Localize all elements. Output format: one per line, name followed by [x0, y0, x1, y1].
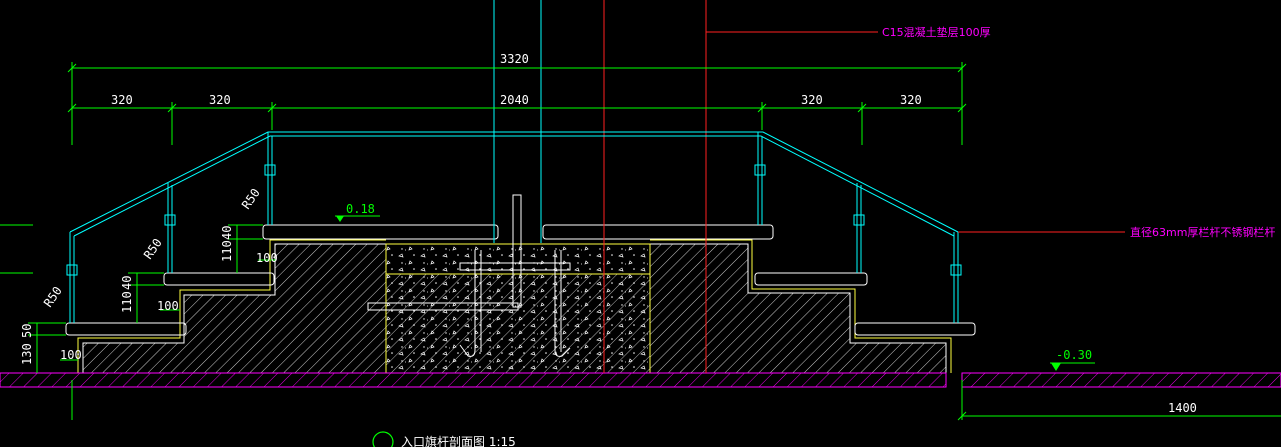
ground-line [0, 372, 1281, 388]
level-markers [335, 215, 1095, 371]
dim-top-center: 2040 [500, 93, 529, 107]
dim-riser-low-50: 50 [20, 324, 34, 338]
dim-top-right-2: 320 [900, 93, 922, 107]
dim-top-right-1: 320 [801, 93, 823, 107]
title-symbol [372, 431, 394, 447]
radius-top: R50 [239, 186, 263, 212]
step-finish-lines [77, 239, 952, 373]
dim-tread-mid-100: 100 [157, 299, 179, 313]
dim-bottom-right: 1400 [1168, 401, 1197, 415]
dim-top-left-2: 320 [209, 93, 231, 107]
note-concrete: C15混凝土垫层100厚 [882, 25, 991, 39]
leader-lines [706, 31, 1125, 233]
tread-slabs [65, 224, 976, 336]
dim-top-left-1: 320 [111, 93, 133, 107]
radius-low: R50 [41, 284, 65, 310]
step-structure-right [649, 243, 947, 374]
dim-tread-top-100: 100 [256, 251, 278, 265]
radius-mid: R50 [141, 236, 165, 262]
dimension-lines [0, 62, 1281, 421]
step-body [82, 243, 947, 374]
foundation [367, 194, 651, 374]
dim-riser-mid-40: 40 [120, 276, 134, 290]
dim-riser-low-130: 130 [20, 343, 34, 365]
concrete-bed [385, 243, 651, 275]
railing [66, 131, 962, 323]
dim-riser-top-40: 40 [220, 226, 234, 240]
level-platform: 0.18 [346, 202, 375, 216]
level-ground: -0.30 [1056, 348, 1092, 362]
drawing-title: 入口旗杆剖面图 1:15 [401, 434, 516, 447]
flagpole [493, 0, 707, 373]
note-railing: 直径63mm厚栏杆不锈钢栏杆 [1130, 225, 1275, 239]
dim-tread-low-100: 100 [60, 348, 82, 362]
dim-riser-top-110: 110 [220, 240, 234, 262]
dim-overall: 3320 [500, 52, 529, 66]
dim-riser-mid-110: 110 [120, 291, 134, 313]
